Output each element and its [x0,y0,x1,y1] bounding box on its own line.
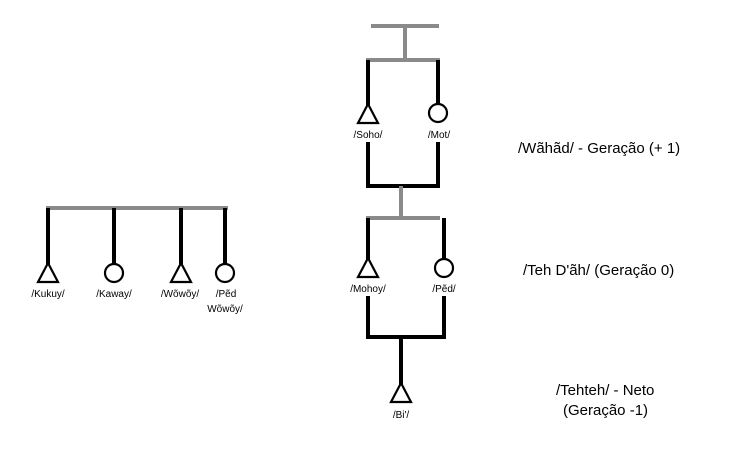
generation-zero: /Teh D'ãh/ (Geração 0) [523,262,674,279]
label-ped-line1: /Pẽd [216,289,237,300]
label-bi: /Bi'/ [393,410,410,421]
female-circle-kaway [103,262,125,284]
label-ped-line2: Wõwõy/ [207,304,243,315]
label-mot: /Mot/ [428,130,450,141]
label-wowoy: /Wõwõy/ [161,289,200,300]
label-kukuy: /Kukuy/ [31,289,65,300]
male-triangle-bi [389,380,413,404]
label-soho: /Soho/ [354,130,383,141]
lineage-group: /Soho/ /Mot/ /Mohoy/ /Pẽd/ /Bi'/ [350,24,456,421]
label-ped: /Pẽd/ [432,284,456,295]
sibling-group: /Kukuy/ /Kaway/ /Wõwõy/ /Pẽd Wõwõy/ [31,206,243,315]
generation-minus-one-line2: (Geração -1) [563,402,648,419]
generation-plus-one: /Wãhãd/ - Geração (+ 1) [518,140,680,157]
male-triangle-soho [356,101,380,125]
label-kaway: /Kaway/ [96,289,132,300]
label-mohoy: /Mohoy/ [350,284,386,295]
generation-minus-one-line1: /Tehteh/ - Neto [556,382,654,399]
male-triangle-wowoy [169,260,193,284]
female-circle-ped-wowoy [214,262,236,284]
female-circle-mot [427,102,449,124]
female-circle-ped [433,257,455,279]
male-triangle-kukuy [36,260,60,284]
male-triangle-mohoy [356,255,380,279]
generation-labels: /Wãhãd/ - Geração (+ 1) /Teh D'ãh/ (Gera… [518,140,680,419]
